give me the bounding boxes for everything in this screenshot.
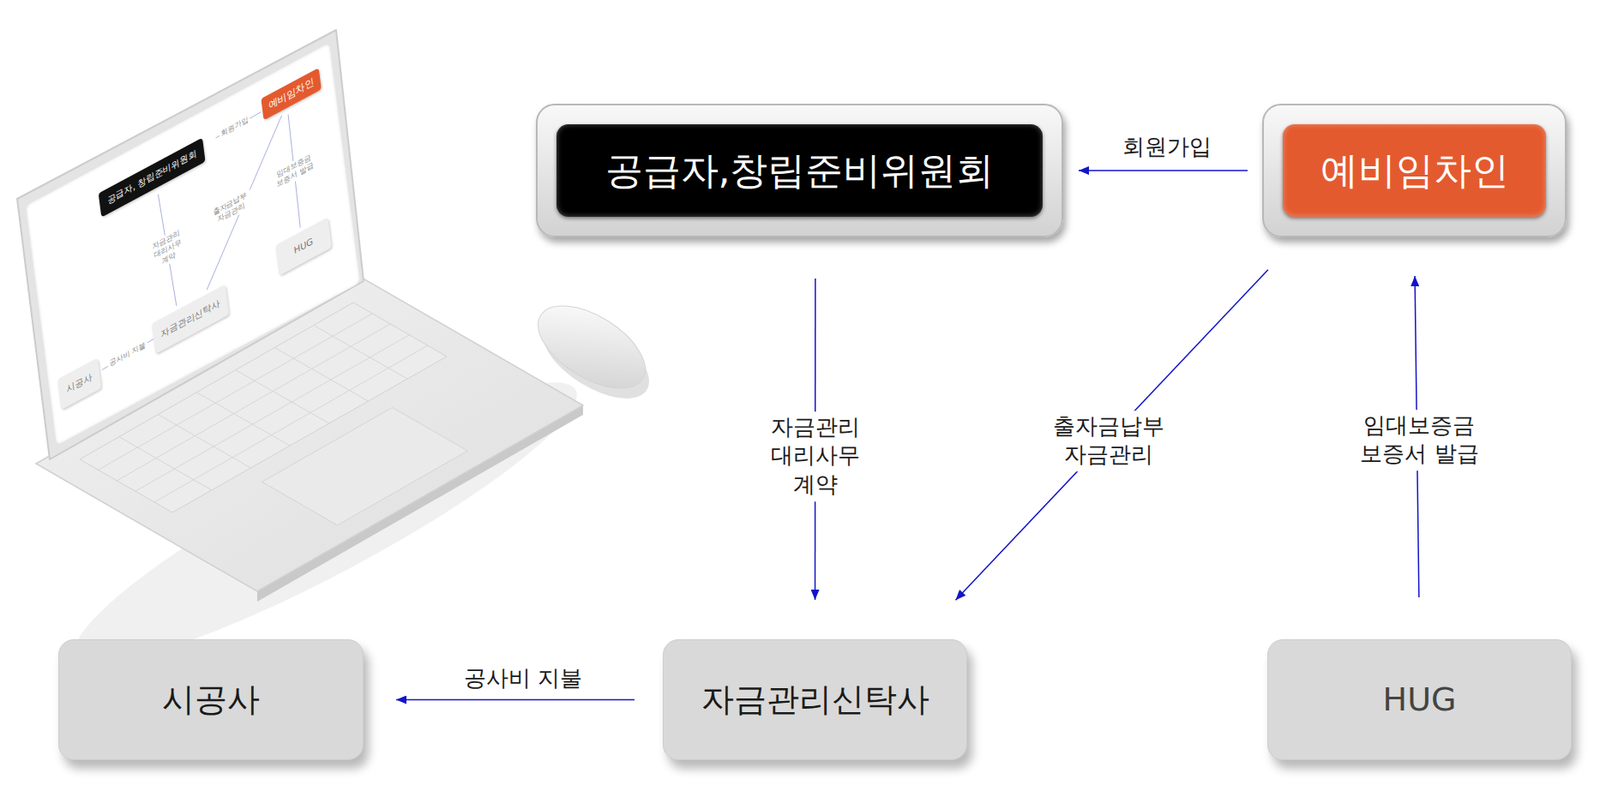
mouse (524, 288, 660, 405)
node-label: 공급자,창립준비위원회 (605, 148, 995, 194)
trust-company-box: 자금관리신탁사 (662, 639, 968, 761)
edge-label: 자금관리 대리사무 계약 (758, 411, 873, 502)
flow-arrow (396, 699, 635, 702)
screen-edge-label: 자금관리 대리사무 계약 (148, 225, 187, 273)
screen-hug-box: HUG (275, 217, 331, 277)
node-label: 예비임차인 (1320, 148, 1510, 194)
node-label: HUG (1383, 680, 1457, 721)
screen-contractor-box: 시공사 (57, 358, 102, 410)
trackpad (262, 408, 469, 526)
flow-arrow (955, 270, 1268, 601)
flow-arrow (1078, 169, 1248, 172)
edge-label: 출자금납부 자금관리 (1040, 410, 1177, 473)
screen-edge-label: 임대보증금 보증서 발급 (271, 150, 318, 193)
hug-box: HUG (1267, 639, 1572, 761)
edge-label: 공사비 지불 (458, 662, 588, 696)
edge-label: 회원가입 (1117, 131, 1217, 164)
screen-edge-label: 공사비 지불 (107, 338, 148, 371)
screen-edge-label: 출자금납부 자금관리 (208, 187, 253, 230)
screen-trust-box: 자금관리신탁사 (151, 284, 229, 355)
node-label: 시공사 (162, 680, 260, 721)
supplier-box: 공급자,창립준비위원회 (535, 103, 1064, 238)
screen-edge-label: 회원가입 (218, 113, 251, 140)
screen-tenant-box: 예비임차인 (260, 67, 322, 121)
laptop-lid (17, 30, 364, 460)
contractor-box: 시공사 (58, 639, 364, 761)
node-label: 자금관리신탁사 (701, 680, 930, 721)
panel-face: 공급자,창립준비위원회 (556, 124, 1043, 217)
tenant-box: 예비임차인 (1262, 103, 1567, 238)
edge-label: 임대보증금 보증서 발급 (1349, 409, 1490, 472)
panel-face: 예비임차인 (1282, 124, 1546, 217)
